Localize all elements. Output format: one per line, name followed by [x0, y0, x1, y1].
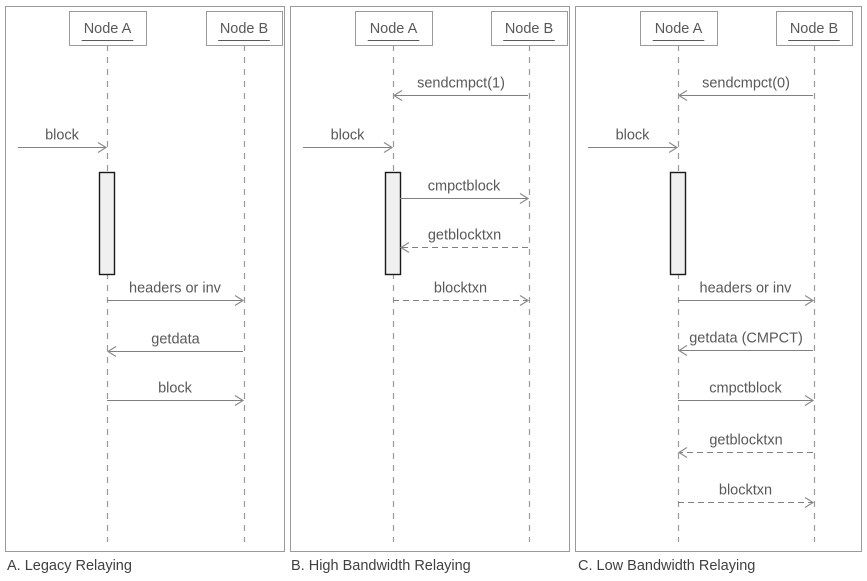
panel-c-participant-box-node-b[interactable]	[776, 11, 853, 46]
message-arrowhead-panel-a-2	[106, 345, 117, 358]
panel-b-message-label-4: blocktxn	[434, 281, 487, 297]
panel-b-message-label-0: sendcmpct(1)	[417, 76, 505, 92]
message-arrowhead-panel-b-0	[392, 89, 403, 102]
panel-a-message-label-1: headers or inv	[129, 281, 222, 297]
message-arrowhead-panel-b-1	[383, 141, 394, 154]
panel-c-message-label-3: getdata (CMPCT)	[689, 331, 803, 347]
panel-b: Node A Node B sendcmpct(1) block cmpctblock g…	[290, 6, 570, 552]
panel-c-message-label-2: headers or inv	[700, 281, 793, 297]
panel-b-participant-label-node-a: Node A	[370, 21, 418, 37]
panel-b-message-label-1: block	[331, 128, 366, 144]
panel-a-message-label-3: block	[158, 381, 193, 397]
panel-a: Node A Node B block headers or inv getdata bl…	[5, 6, 285, 552]
panel-a-frame	[5, 6, 285, 552]
panel-b-participant-box-node-a[interactable]	[355, 11, 433, 46]
message-arrowhead-panel-c-2	[804, 294, 815, 307]
panel-c-message-label-5: getblocktxn	[709, 433, 782, 449]
panel-c: Node A Node B sendcmpct(0) block headers or …	[575, 6, 862, 552]
panel-c-message-label-6: blocktxn	[719, 483, 772, 499]
panel-c-activation-bar-0[interactable]	[669, 171, 687, 276]
message-arrowhead-panel-c-1	[668, 141, 679, 154]
panel-a-activation-bar-0[interactable]	[98, 171, 116, 276]
message-arrowhead-panel-b-4	[519, 294, 530, 307]
message-arrowhead-panel-a-3	[234, 394, 245, 407]
panel-a-caption: A. Legacy Relaying	[7, 558, 132, 574]
message-arrowhead-panel-b-2	[519, 192, 530, 205]
message-arrowhead-panel-b-3	[399, 241, 410, 254]
panel-a-participant-box-node-a[interactable]	[69, 11, 147, 46]
panel-b-message-label-3: getblocktxn	[428, 228, 501, 244]
message-arrowhead-panel-a-0	[97, 141, 108, 154]
panel-c-frame	[575, 6, 862, 552]
panel-c-participant-box-node-a[interactable]	[640, 11, 718, 46]
panel-b-frame	[290, 6, 570, 552]
message-arrowhead-panel-a-1	[234, 294, 245, 307]
panel-c-message-label-4: cmpctblock	[709, 381, 782, 397]
panel-b-caption: B. High Bandwidth Relaying	[291, 558, 471, 574]
panel-b-participant-label-node-b: Node B	[505, 21, 553, 37]
panel-a-message-label-2: getdata	[151, 332, 200, 348]
panel-b-activation-bar-0[interactable]	[384, 171, 402, 276]
panel-a-participant-box-node-b[interactable]	[206, 11, 283, 46]
panel-c-message-label-0: sendcmpct(0)	[702, 76, 790, 92]
panel-c-participant-label-node-b: Node B	[790, 21, 838, 37]
panel-a-participant-label-node-a: Node A	[84, 21, 132, 37]
message-arrowhead-panel-c-5	[677, 446, 688, 459]
message-arrowhead-panel-c-3	[677, 344, 688, 357]
panel-c-participant-label-node-a: Node A	[655, 21, 703, 37]
panel-c-message-label-1: block	[616, 128, 651, 144]
message-arrowhead-panel-c-6	[804, 496, 815, 509]
message-arrowhead-panel-c-0	[677, 89, 688, 102]
panel-a-participant-label-node-b: Node B	[220, 21, 268, 37]
panel-a-message-label-0: block	[45, 128, 80, 144]
message-arrowhead-panel-c-4	[804, 394, 815, 407]
panel-b-participant-box-node-b[interactable]	[491, 11, 568, 46]
panel-b-message-label-2: cmpctblock	[428, 179, 501, 195]
panel-c-caption: C. Low Bandwidth Relaying	[578, 558, 755, 574]
